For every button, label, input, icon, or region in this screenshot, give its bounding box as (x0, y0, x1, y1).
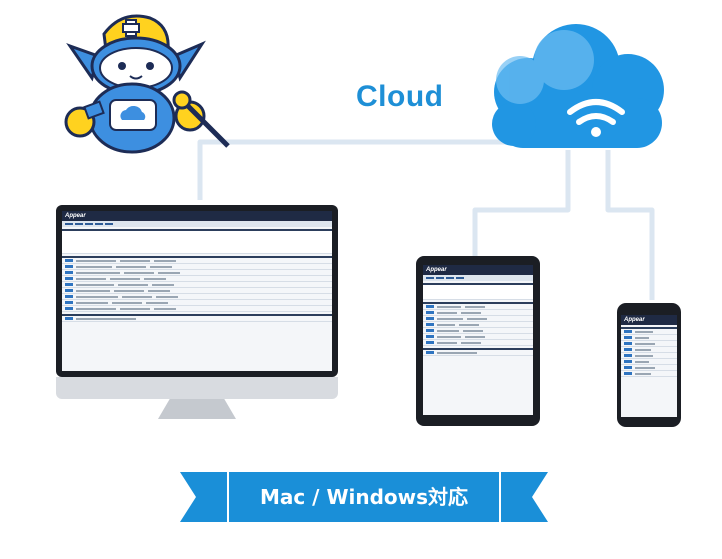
desktop-monitor: Appear (56, 205, 338, 423)
robot-mascot-icon (64, 14, 230, 154)
banner-text: Mac / Windows対応 (259, 485, 469, 509)
banner-ribbon (180, 472, 548, 522)
tablet-screen: Appear (423, 265, 533, 415)
app-logo: Appear (65, 213, 86, 219)
app-logo: Appear (426, 267, 447, 273)
cloud-label: Cloud (356, 80, 444, 113)
phone-device: Appear (617, 303, 681, 427)
phone-screen: Appear (621, 315, 677, 417)
cloud-icon (492, 24, 664, 148)
wifi-icon (567, 99, 625, 125)
app-logo: Appear (624, 317, 645, 323)
desktop-screen: Appear (62, 211, 332, 371)
tablet-device: Appear (416, 256, 540, 426)
